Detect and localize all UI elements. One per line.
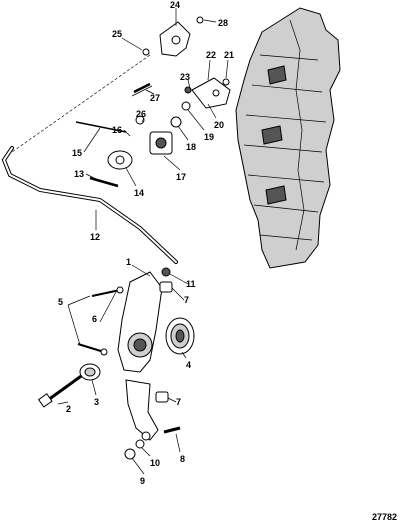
dashed-link-line xyxy=(11,54,151,153)
link-rod-short xyxy=(75,121,127,133)
callout-27: 27 xyxy=(150,93,160,103)
callout-labels: 1 2 3 4 5 6 7 7 8 9 10 11 12 13 14 15 16… xyxy=(58,0,234,486)
leader-lines xyxy=(57,8,229,475)
callout-3: 3 xyxy=(94,397,99,407)
callout-19: 19 xyxy=(204,132,214,142)
callout-9: 9 xyxy=(140,476,145,486)
callout-11: 11 xyxy=(186,279,196,289)
callout-4: 4 xyxy=(186,360,191,370)
callout-28: 28 xyxy=(218,18,228,28)
callout-24: 24 xyxy=(170,0,180,10)
callout-2: 2 xyxy=(66,404,71,414)
callout-20: 20 xyxy=(214,120,224,130)
callout-7b: 7 xyxy=(176,397,181,407)
callout-6: 6 xyxy=(92,314,97,324)
callout-5: 5 xyxy=(58,297,63,307)
callout-1: 1 xyxy=(126,257,131,267)
callout-25: 25 xyxy=(112,29,122,39)
link-rod xyxy=(1,146,178,264)
engine-block xyxy=(235,7,341,269)
lever-arm xyxy=(125,379,159,441)
callout-26: 26 xyxy=(136,109,146,119)
callout-12: 12 xyxy=(90,232,100,242)
pulley xyxy=(165,317,195,355)
callout-14: 14 xyxy=(134,188,144,198)
callout-8: 8 xyxy=(180,454,185,464)
callout-13: 13 xyxy=(74,169,84,179)
callout-18: 18 xyxy=(186,142,196,152)
figure-number: 27782 xyxy=(372,512,397,522)
callout-7a: 7 xyxy=(184,295,189,305)
callout-16: 16 xyxy=(112,125,122,135)
callout-21: 21 xyxy=(224,50,234,60)
callout-22: 22 xyxy=(206,50,216,60)
callout-23: 23 xyxy=(180,72,190,82)
callout-10: 10 xyxy=(150,458,160,468)
callout-15: 15 xyxy=(72,148,82,158)
callout-17: 17 xyxy=(176,172,186,182)
bracket xyxy=(191,77,231,109)
